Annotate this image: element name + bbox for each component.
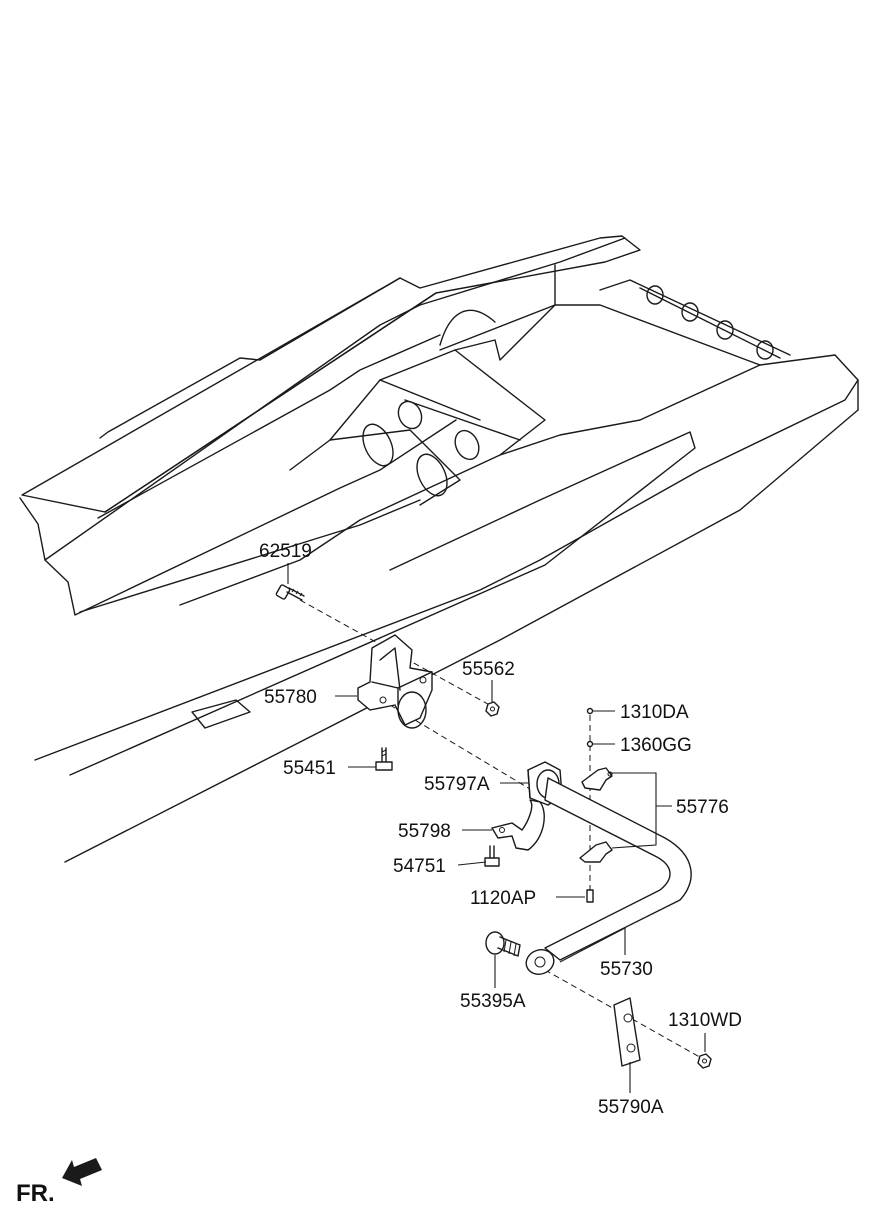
nut-55562[interactable] (485, 701, 500, 717)
label-62519[interactable]: 62519 (259, 541, 312, 562)
fastener-1310DA[interactable] (586, 707, 594, 715)
label-55790A[interactable]: 55790A (598, 1097, 664, 1118)
label-55451[interactable]: 55451 (283, 758, 336, 779)
front-direction-indicator: FR. (16, 1158, 102, 1207)
leader-lines (287, 563, 706, 1093)
label-55730[interactable]: 55730 (600, 959, 653, 980)
clamp-55776-upper[interactable] (581, 767, 613, 791)
label-55776[interactable]: 55776 (676, 797, 729, 818)
bracket-55798[interactable] (491, 799, 545, 851)
label-55797A[interactable]: 55797A (424, 774, 490, 795)
label-55395A[interactable]: 55395A (460, 991, 526, 1012)
link-55790A[interactable] (613, 997, 641, 1067)
front-arrow-icon (62, 1158, 102, 1186)
label-1310DA[interactable]: 1310DA (620, 702, 689, 723)
label-55780[interactable]: 55780 (264, 687, 317, 708)
label-1360GG[interactable]: 1360GG (620, 735, 692, 756)
part-labels: 62519 55562 55780 55451 1310DA 1360GG 55… (259, 541, 742, 1118)
front-label: FR. (16, 1180, 55, 1207)
bolt-55451[interactable] (375, 747, 393, 771)
stabilizer-bar-55730[interactable] (523, 777, 692, 978)
label-1120AP[interactable]: 1120AP (470, 888, 536, 909)
label-54751[interactable]: 54751 (393, 856, 446, 877)
clamp-55776-lower[interactable] (579, 841, 613, 863)
bracket-55780[interactable] (357, 634, 433, 729)
fastener-1360GG[interactable] (586, 740, 594, 748)
bolt-55395A[interactable] (485, 931, 521, 957)
label-55798[interactable]: 55798 (398, 821, 451, 842)
bolt-54751[interactable] (484, 845, 500, 867)
bolt-1120AP[interactable] (586, 889, 594, 903)
vehicle-frame (19, 235, 859, 863)
bolt-62519[interactable] (275, 584, 305, 601)
nut-1310WD[interactable] (697, 1053, 712, 1069)
label-55562[interactable]: 55562 (462, 659, 515, 680)
label-1310WD[interactable]: 1310WD (668, 1010, 742, 1031)
